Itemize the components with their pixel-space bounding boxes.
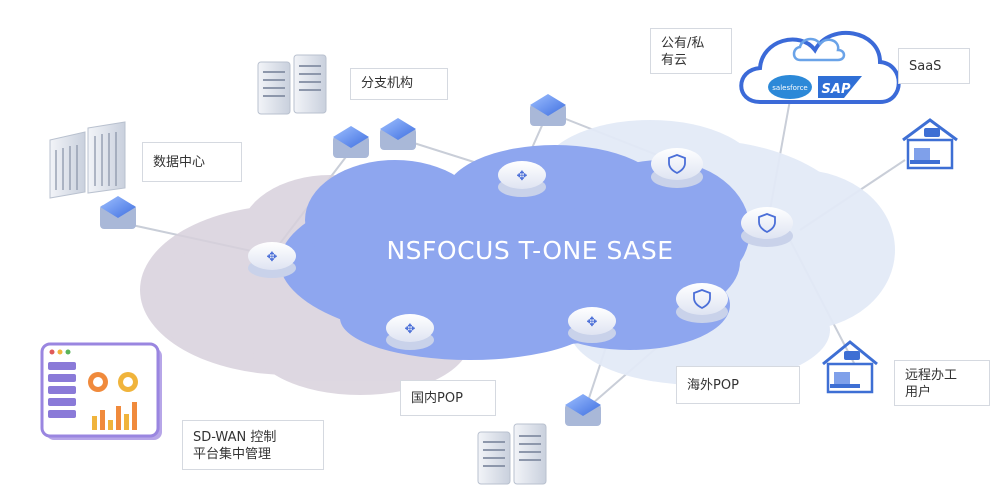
router-node-icon: ✥ bbox=[498, 161, 546, 197]
cloud-icon: salesforce SAP bbox=[739, 31, 901, 104]
svg-text:✥: ✥ bbox=[267, 250, 278, 265]
sdwan-label: SD-WAN 控制 平台集中管理 bbox=[182, 420, 324, 470]
home-laptop-icon bbox=[902, 118, 958, 170]
core-title: NSFOCUS T-ONE SASE bbox=[386, 236, 674, 265]
building-icon bbox=[257, 54, 327, 115]
building-icon bbox=[477, 423, 547, 485]
cloud-label: 公有/私 有云 bbox=[650, 28, 732, 74]
shield-node-icon bbox=[676, 283, 728, 323]
edge-device-icon bbox=[565, 394, 601, 426]
edge-device-icon bbox=[530, 94, 566, 126]
svg-text:✥: ✥ bbox=[405, 322, 416, 337]
edge-device-icon bbox=[380, 118, 416, 150]
svg-text:✥: ✥ bbox=[587, 315, 598, 330]
shield-node-icon bbox=[741, 207, 793, 247]
salesforce-logo-text: salesforce bbox=[772, 84, 807, 92]
domestic-pop-label: 国内POP bbox=[400, 380, 496, 416]
edge-device-icon bbox=[100, 196, 136, 229]
svg-text:✥: ✥ bbox=[517, 169, 528, 184]
core-cloud bbox=[280, 145, 750, 360]
router-node-icon: ✥ bbox=[568, 307, 616, 343]
shield-node-icon bbox=[651, 148, 703, 188]
dashboard-icon bbox=[40, 342, 162, 440]
branch-label: 分支机构 bbox=[350, 68, 448, 100]
datacenter-label: 数据中心 bbox=[142, 142, 242, 182]
router-node-icon: ✥ bbox=[386, 314, 434, 350]
building-icon bbox=[49, 121, 126, 199]
router-node-icon: ✥ bbox=[248, 242, 296, 278]
home-laptop-icon bbox=[822, 340, 878, 394]
remote-user-label: 远程办工 用户 bbox=[894, 360, 990, 406]
sap-logo-text: SAP bbox=[822, 82, 851, 97]
edge-device-icon bbox=[333, 126, 369, 158]
saas-label: SaaS bbox=[898, 48, 970, 84]
overseas-pop-label: 海外POP bbox=[676, 366, 800, 404]
